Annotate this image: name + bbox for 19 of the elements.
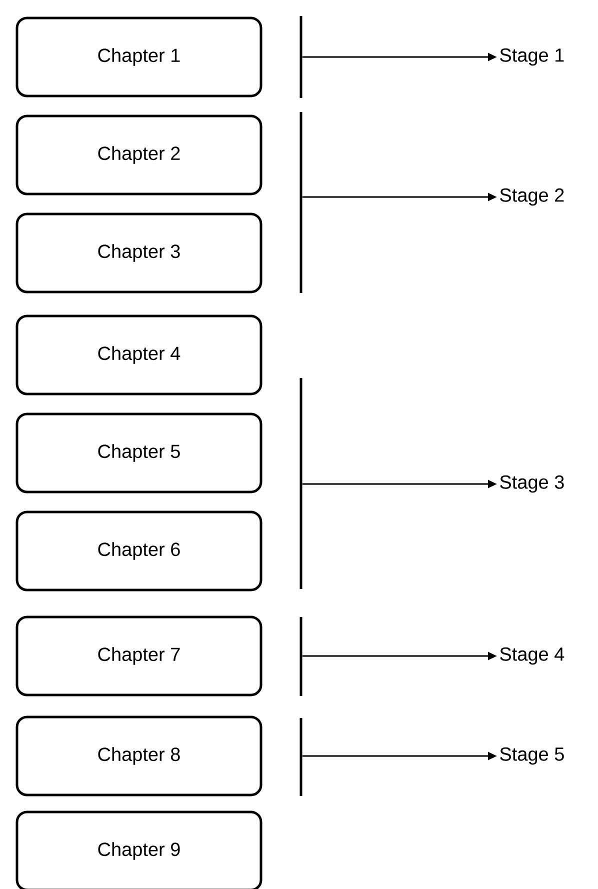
chapter-box: Chapter 1 [16,16,262,98]
chapter-box: Chapter 4 [16,314,262,396]
stage-label: Stage 1 [500,48,564,66]
chapter-box: Chapter 5 [16,412,262,494]
vertical-bracket-bar [300,16,302,98]
vertical-bracket-bar [300,617,302,696]
chapter-box: Chapter 9 [16,810,262,889]
stage-label: Stage 3 [500,475,564,493]
vertical-bracket-bar [300,112,302,293]
chapter-box: Chapter 8 [16,716,262,796]
stage-label: Stage 2 [500,188,564,206]
chapter-box: Chapter 2 [16,114,262,196]
chapter-box: Chapter 6 [16,510,262,592]
stage-label: Stage 5 [500,747,564,765]
chapter-box: Chapter 3 [16,212,262,294]
vertical-bracket-bar [300,378,302,589]
stage-label: Stage 4 [500,647,564,665]
chapter-box: Chapter 7 [16,616,262,696]
vertical-bracket-bar [300,718,302,796]
